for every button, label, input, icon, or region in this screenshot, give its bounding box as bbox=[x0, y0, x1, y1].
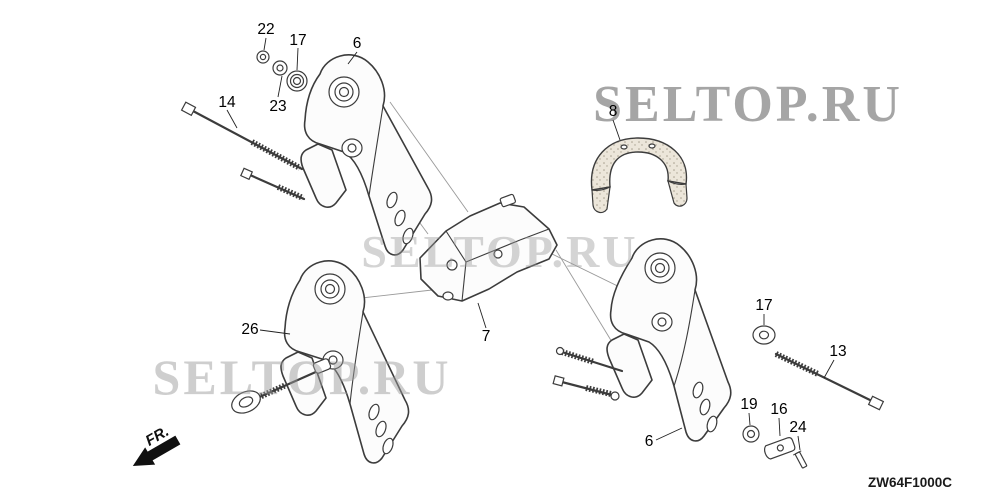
callout-23: 23 bbox=[269, 98, 286, 115]
diagram-code: ZW64F1000C bbox=[868, 475, 952, 490]
callout-19: 19 bbox=[740, 396, 757, 413]
callout-26: 26 bbox=[241, 321, 258, 338]
clamp-bolt-lower bbox=[240, 167, 306, 201]
callout-16: 16 bbox=[770, 401, 787, 418]
clamp-piece-16 bbox=[763, 436, 796, 460]
clamp-screw-handle bbox=[231, 358, 332, 414]
bolt-13 bbox=[774, 351, 885, 411]
washer-17-top bbox=[286, 70, 308, 92]
washer-17-right bbox=[752, 325, 776, 345]
clamp-screw-set bbox=[552, 346, 624, 401]
nut-22 bbox=[256, 50, 270, 64]
washer-19 bbox=[742, 425, 760, 443]
callout-6-bottom: 6 bbox=[645, 433, 654, 450]
watermark-middle: SELTOP.RU bbox=[361, 226, 638, 277]
callout-24: 24 bbox=[789, 419, 807, 436]
right-clamp-bracket-6 bbox=[552, 238, 732, 442]
callout-8: 8 bbox=[609, 103, 618, 120]
callout-17-top: 17 bbox=[289, 32, 306, 49]
left-clamp-bracket-26 bbox=[231, 260, 410, 464]
callout-17-right: 17 bbox=[755, 297, 772, 314]
rubber-mount-8 bbox=[590, 137, 688, 214]
callout-6-top: 6 bbox=[353, 35, 362, 52]
watermark-bottom-left: SELTOP.RU bbox=[153, 349, 452, 405]
watermarks: SELTOP.RU SELTOP.RU SELTOP.RU bbox=[153, 76, 903, 405]
callout-13: 13 bbox=[829, 343, 846, 360]
watermark-top-right: SELTOP.RU bbox=[593, 76, 903, 133]
arrow-icon bbox=[132, 435, 181, 466]
fr-direction-arrow: FR. bbox=[132, 423, 181, 466]
washer-23 bbox=[272, 60, 288, 76]
bolt-14 bbox=[180, 101, 304, 171]
pin-24 bbox=[793, 450, 808, 469]
callout-leaders bbox=[226, 37, 835, 451]
top-clamp-bracket-6 bbox=[300, 54, 433, 256]
clamp-jaw bbox=[606, 333, 653, 398]
callout-22: 22 bbox=[257, 21, 274, 38]
callout-14: 14 bbox=[218, 94, 236, 111]
clamp-jaw bbox=[300, 143, 347, 208]
swivel-bracket-7 bbox=[419, 193, 558, 302]
callout-labels: 22 17 23 14 6 8 26 7 17 13 19 16 24 6 bbox=[218, 21, 846, 450]
callout-7: 7 bbox=[482, 328, 491, 345]
